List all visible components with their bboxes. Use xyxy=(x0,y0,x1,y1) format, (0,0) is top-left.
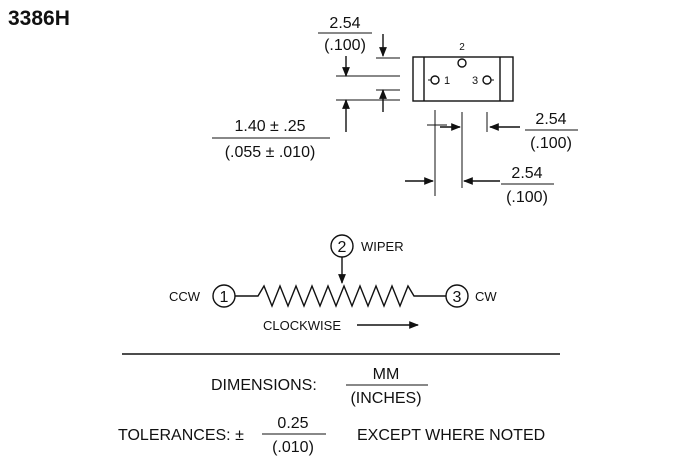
pin-1-label: 1 xyxy=(444,75,450,87)
dim-height-mm: 1.40 ± .25 xyxy=(234,118,305,135)
dim-pin-bottom-mm: 2.54 xyxy=(511,165,542,182)
legend: DIMENSIONS: MM (INCHES) TOLERANCES: ± 0.… xyxy=(118,366,545,456)
cw-label: CW xyxy=(475,289,497,304)
clockwise-label: CLOCKWISE xyxy=(263,318,341,333)
schematic-pin-2-label: 2 xyxy=(338,239,347,256)
dimensions-label: DIMENSIONS: xyxy=(211,377,317,394)
pin-2-hole xyxy=(457,58,467,68)
part-number-title: 3386H xyxy=(8,7,70,30)
tolerance-mm: 0.25 xyxy=(277,415,308,432)
schematic: CCW 1 3 CW 2 WIPER CLOCKWISE xyxy=(169,234,497,333)
resistor-zigzag xyxy=(235,284,446,308)
dim-height-in: (.055 ± .010) xyxy=(225,144,316,161)
tolerance-in: (.010) xyxy=(272,439,314,456)
dim-top-mm: 2.54 xyxy=(329,15,360,32)
pin-3-label: 3 xyxy=(472,75,478,87)
dim-pin-bottom-in: (.100) xyxy=(506,189,548,206)
schematic-pin-1-label: 1 xyxy=(220,289,229,306)
dim-height-group: 1.40 ± .25 (.055 ± .010) xyxy=(212,118,330,161)
schematic-pin-3 xyxy=(445,284,469,308)
except-where-noted: EXCEPT WHERE NOTED xyxy=(357,427,545,444)
pin-2-label: 2 xyxy=(459,42,465,53)
component-body: 2 1 3 xyxy=(412,42,514,102)
dimensions-unit-mm: MM xyxy=(373,366,400,383)
pin-3-hole xyxy=(482,75,492,85)
tolerances-label: TOLERANCES: ± xyxy=(118,427,244,444)
dim-pin-right-mm: 2.54 xyxy=(535,111,566,128)
dim-top-group: 2.54 (.100) xyxy=(318,15,372,54)
dim-top-in: (.100) xyxy=(324,37,366,54)
dim-pin-right-in: (.100) xyxy=(530,135,572,152)
pin-1-hole xyxy=(430,75,440,85)
ccw-label: CCW xyxy=(169,289,201,304)
dim-pin-right-group: 2.54 (.100) xyxy=(525,111,578,152)
dimensions-unit-inches: (INCHES) xyxy=(350,390,421,407)
wiper-label: WIPER xyxy=(361,239,404,254)
schematic-pin-3-label: 3 xyxy=(453,289,462,306)
dim-pin-bottom-group: 2.54 (.100) xyxy=(501,165,554,206)
